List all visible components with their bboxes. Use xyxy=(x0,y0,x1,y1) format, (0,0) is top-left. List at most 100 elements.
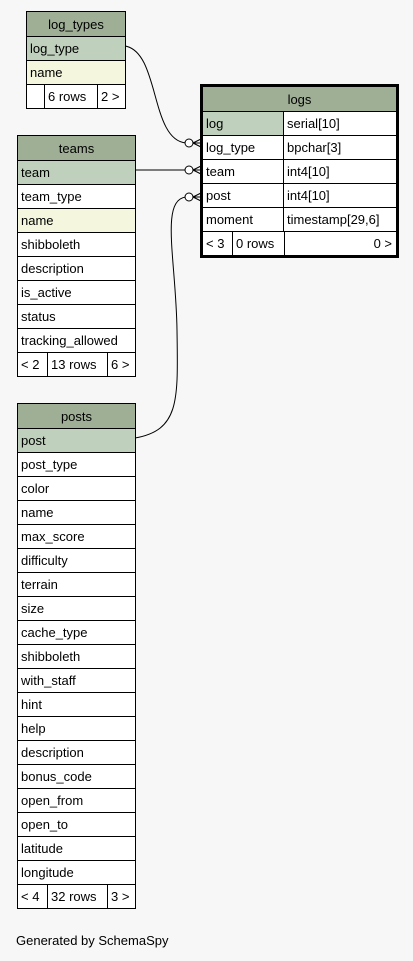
table-log-types[interactable]: log_types log_type name 6 rows 2 > xyxy=(26,11,126,109)
row-count: 0 rows xyxy=(232,232,284,255)
column-name: bonus_code xyxy=(21,769,92,784)
column-type: bpchar[3] xyxy=(287,140,342,155)
edge-log-types-to-logs xyxy=(124,45,187,144)
generated-by-label: Generated by SchemaSpy xyxy=(16,933,169,948)
column-name: size xyxy=(21,601,45,616)
table-title: logs xyxy=(287,91,312,107)
children-count[interactable]: 0 > xyxy=(284,232,396,255)
row-count: 32 rows xyxy=(47,885,107,908)
column-row[interactable]: team xyxy=(18,160,135,184)
parents-count[interactable]: < 2 xyxy=(21,357,40,372)
column-row[interactable]: log serial[10] xyxy=(203,111,396,135)
column-row[interactable]: moment timestamp[29,6] xyxy=(203,207,396,231)
column-row[interactable]: max_score xyxy=(18,524,135,548)
table-footer: < 2 13 rows 6 > xyxy=(18,352,135,376)
column-row[interactable]: latitude xyxy=(18,836,135,860)
column-name: team xyxy=(203,160,284,183)
column-row[interactable]: terrain xyxy=(18,572,135,596)
edge-endpoint-icon xyxy=(184,138,194,148)
column-name: name xyxy=(21,505,54,520)
column-name: log_type xyxy=(30,41,80,56)
column-row[interactable]: name xyxy=(27,60,125,84)
children-count[interactable]: 2 > xyxy=(97,85,125,108)
column-name: latitude xyxy=(21,841,63,856)
column-row[interactable]: post int4[10] xyxy=(203,183,396,207)
column-row[interactable]: difficulty xyxy=(18,548,135,572)
table-header[interactable]: posts xyxy=(18,404,135,428)
column-row[interactable]: post_type xyxy=(18,452,135,476)
column-row[interactable]: status xyxy=(18,304,135,328)
column-name: tracking_allowed xyxy=(21,333,118,348)
column-row[interactable]: team_type xyxy=(18,184,135,208)
column-name: log xyxy=(203,112,284,135)
table-logs[interactable]: logs log serial[10] log_type bpchar[3] t… xyxy=(200,84,399,258)
crowfoot-icon xyxy=(192,138,202,148)
crowfoot-icon xyxy=(192,192,202,202)
column-type: int4[10] xyxy=(287,164,330,179)
column-row[interactable]: bonus_code xyxy=(18,764,135,788)
column-row[interactable]: is_active xyxy=(18,280,135,304)
column-row[interactable]: log_type bpchar[3] xyxy=(203,135,396,159)
column-row[interactable]: cache_type xyxy=(18,620,135,644)
edge-endpoint-icon xyxy=(184,192,194,202)
column-row[interactable]: longitude xyxy=(18,860,135,884)
table-header[interactable]: teams xyxy=(18,136,135,160)
column-row[interactable]: tracking_allowed xyxy=(18,328,135,352)
column-name: terrain xyxy=(21,577,58,592)
column-type: serial[10] xyxy=(287,116,340,131)
table-teams[interactable]: teams team team_type name shibboleth des… xyxy=(17,135,136,377)
table-title: teams xyxy=(58,140,95,156)
column-row[interactable]: description xyxy=(18,256,135,280)
column-row[interactable]: post xyxy=(18,428,135,452)
children-count[interactable]: 3 > xyxy=(107,885,135,908)
column-row[interactable]: help xyxy=(18,716,135,740)
crowfoot-icon xyxy=(192,165,202,175)
table-footer: 6 rows 2 > xyxy=(27,84,125,108)
column-name: description xyxy=(21,745,84,760)
children-count[interactable]: 6 > xyxy=(107,353,135,376)
column-row[interactable]: open_to xyxy=(18,812,135,836)
table-posts[interactable]: posts post post_type color name max_scor… xyxy=(17,403,136,909)
parents-count[interactable] xyxy=(27,85,44,108)
table-footer: < 3 0 rows 0 > xyxy=(203,231,396,255)
table-header[interactable]: logs xyxy=(203,87,396,111)
column-name: is_active xyxy=(21,285,72,300)
column-name: shibboleth xyxy=(21,237,81,252)
column-row[interactable]: open_from xyxy=(18,788,135,812)
column-name: team xyxy=(21,165,50,180)
column-row[interactable]: hint xyxy=(18,692,135,716)
column-row[interactable]: description xyxy=(18,740,135,764)
column-type: int4[10] xyxy=(287,188,330,203)
column-name: longitude xyxy=(21,865,74,880)
column-name: color xyxy=(21,481,50,496)
column-name: post xyxy=(203,184,284,207)
table-footer: < 4 32 rows 3 > xyxy=(18,884,135,908)
column-row[interactable]: size xyxy=(18,596,135,620)
edge-endpoint-icon xyxy=(184,165,194,175)
column-name: name xyxy=(30,65,63,80)
column-name: shibboleth xyxy=(21,649,81,664)
column-name: moment xyxy=(203,208,284,231)
column-name: open_to xyxy=(21,817,68,832)
edge-posts-to-logs xyxy=(134,196,187,439)
column-name: cache_type xyxy=(21,625,88,640)
column-row[interactable]: with_staff xyxy=(18,668,135,692)
column-name: description xyxy=(21,261,84,276)
column-row[interactable]: name xyxy=(18,500,135,524)
column-name: max_score xyxy=(21,529,85,544)
column-name: post_type xyxy=(21,457,78,472)
column-row[interactable]: shibboleth xyxy=(18,644,135,668)
column-name: name xyxy=(21,213,54,228)
table-header[interactable]: log_types xyxy=(27,12,125,36)
column-row[interactable]: color xyxy=(18,476,135,500)
table-title: posts xyxy=(60,408,93,424)
column-row[interactable]: team int4[10] xyxy=(203,159,396,183)
column-row[interactable]: name xyxy=(18,208,135,232)
column-name: help xyxy=(21,721,46,736)
parents-count[interactable]: < 4 xyxy=(21,889,40,904)
column-name: post xyxy=(21,433,46,448)
parents-count[interactable]: < 3 xyxy=(206,236,225,251)
column-row[interactable]: shibboleth xyxy=(18,232,135,256)
column-row[interactable]: log_type xyxy=(27,36,125,60)
